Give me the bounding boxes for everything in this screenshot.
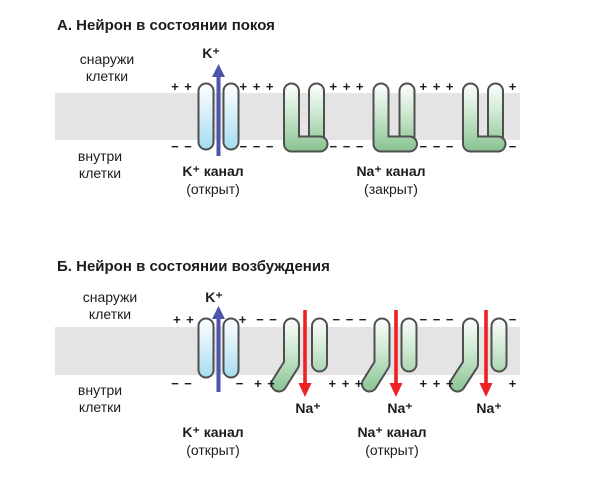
panel-a-inside-label-line1: внутри [78, 148, 122, 164]
na-channel-a-3 [462, 82, 507, 153]
charge-group: − − [256, 312, 278, 327]
na-channel-a-2 [372, 82, 418, 153]
charge-group: − − − [420, 312, 455, 327]
k-channel-b [197, 317, 240, 379]
na-ion-label-b-2: Na⁺ [387, 400, 412, 416]
charge-group: + + [171, 79, 193, 94]
charge-group: + + [254, 376, 276, 391]
na-influx-arrow-b-1 [298, 310, 312, 397]
na-channel-a-1 [283, 82, 329, 153]
charge-group: − − − [240, 139, 275, 154]
charge-group: − − − [420, 139, 455, 154]
k-efflux-arrow-b [212, 306, 225, 392]
na-influx-arrow-b-3 [479, 310, 493, 397]
panel-b-outside-label-line1: снаружи [83, 289, 138, 305]
panel-b-inside-label-line1: внутри [78, 382, 122, 398]
charge-group: + [239, 312, 248, 327]
panel-a-title: А. Нейрон в состоянии покоя [57, 17, 275, 34]
charge-group: + [509, 79, 518, 94]
charge-group: + + + [240, 79, 275, 94]
na-channel-b-2 [361, 317, 418, 393]
na-channel-b-1 [270, 317, 328, 393]
charge-group: + [509, 376, 518, 391]
k-channel-state-a: (открыт) [186, 181, 240, 197]
charge-group: − − [171, 376, 193, 391]
charge-group: + + + [330, 79, 365, 94]
panel-a-outside-label-line1: снаружи [80, 51, 135, 67]
panel-b-inside-label-line2: клетки [79, 399, 121, 415]
na-ion-label-b-1: Na⁺ [295, 400, 320, 416]
na-ion-label-b-3: Na⁺ [476, 400, 501, 416]
charge-group: − − − [333, 312, 368, 327]
panel-a-outside-label-line2: клетки [86, 68, 128, 84]
charge-group: + + [173, 312, 195, 327]
k-channel-caption-a: K⁺ канал [182, 163, 243, 179]
charge-group: − − − [330, 139, 365, 154]
panel-b-title: Б. Нейрон в состоянии возбуждения [57, 258, 330, 275]
k-ion-label-b: K⁺ [205, 289, 223, 305]
charge-group: − [509, 312, 518, 327]
charge-group: − [509, 139, 518, 154]
panel-b-outside-label-line2: клетки [89, 306, 131, 322]
k-efflux-arrow-a [212, 64, 225, 156]
na-channel-caption-a: Na⁺ канал [356, 163, 425, 179]
na-channel-state-a: (закрыт) [364, 181, 418, 197]
k-ion-label-a: K⁺ [202, 45, 220, 61]
charge-group: + + + [329, 376, 364, 391]
charge-group: + + + [420, 376, 455, 391]
k-channel-state-b: (открыт) [186, 442, 240, 458]
na-influx-arrow-b-2 [389, 310, 403, 397]
k-channel-caption-b: K⁺ канал [182, 424, 243, 440]
charge-group: − [236, 376, 245, 391]
na-channel-caption-b: Na⁺ канал [357, 424, 426, 440]
na-channel-state-b: (открыт) [365, 442, 419, 458]
panel-a-inside-label-line2: клетки [79, 165, 121, 181]
charge-group: + + + [420, 79, 455, 94]
charge-group: − − [171, 139, 193, 154]
k-channel-a [197, 82, 240, 151]
na-channel-b-3 [449, 317, 508, 393]
